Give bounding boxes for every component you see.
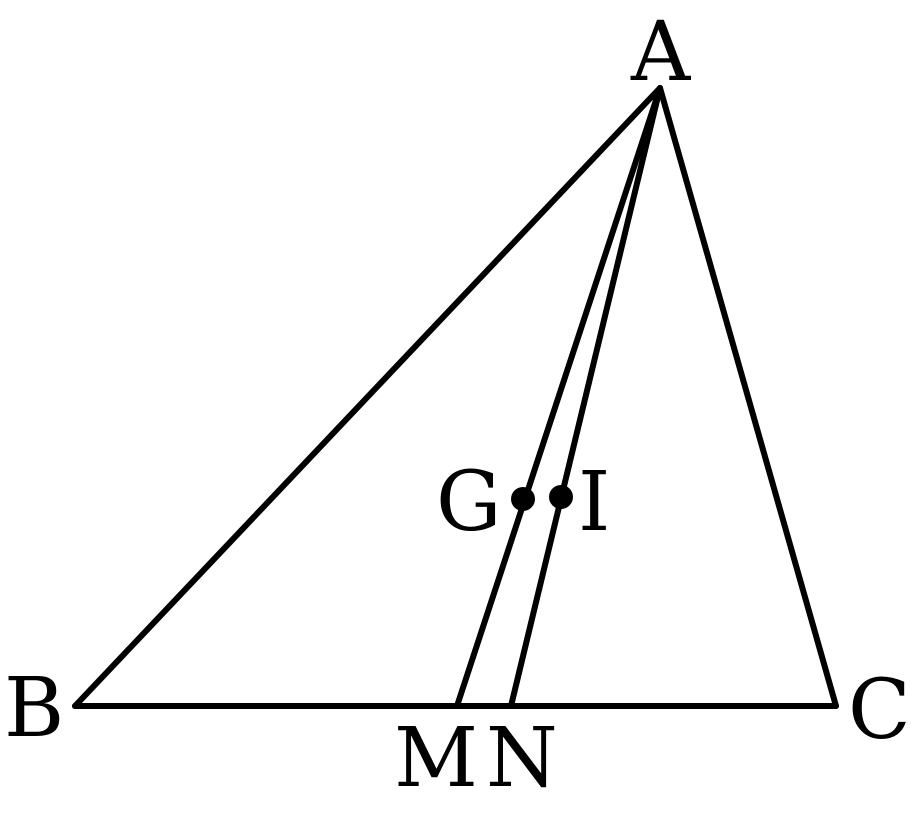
segment-ca bbox=[657, 85, 839, 709]
label-c: C bbox=[848, 663, 911, 758]
point-i bbox=[549, 485, 573, 509]
label-b: B bbox=[4, 661, 64, 756]
label-n: N bbox=[486, 711, 558, 806]
segment-am bbox=[454, 85, 663, 709]
segment-an bbox=[508, 85, 663, 709]
label-m: M bbox=[394, 711, 478, 806]
label-i: I bbox=[578, 455, 610, 550]
segment-ab bbox=[72, 85, 663, 709]
label-a: A bbox=[630, 5, 692, 100]
label-g: G bbox=[436, 455, 502, 550]
point-g bbox=[511, 487, 535, 511]
